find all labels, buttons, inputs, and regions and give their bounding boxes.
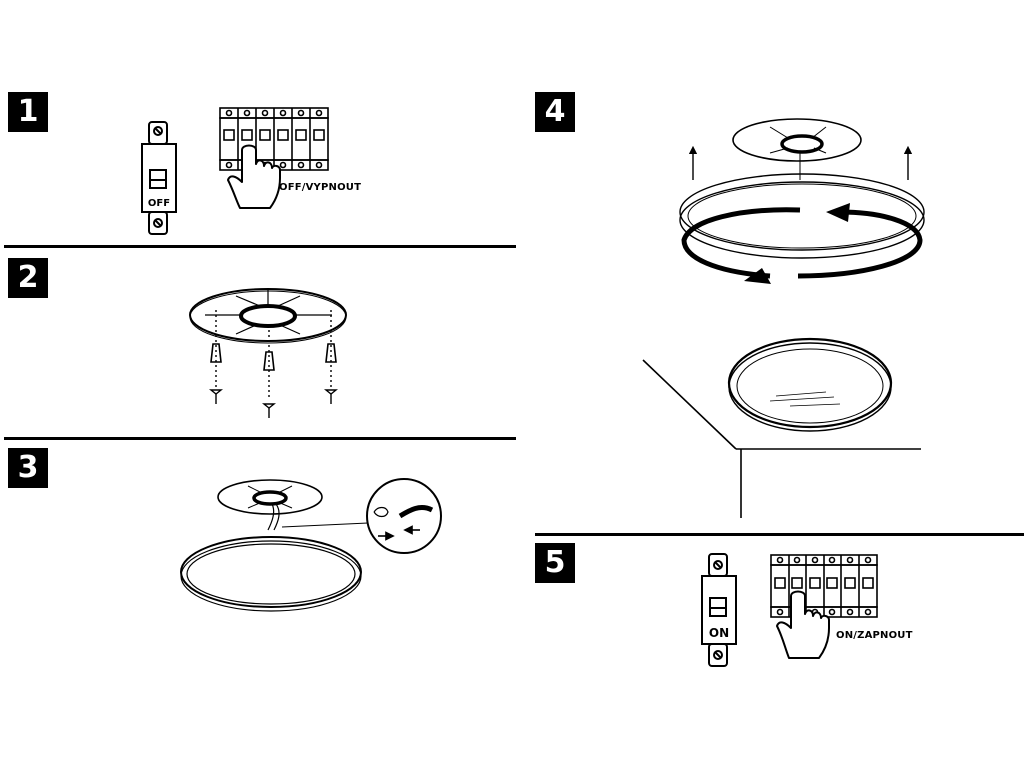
wall-switch-icon [141, 121, 177, 235]
rotation-arrow-icon [681, 207, 923, 279]
step-5-pointing-hand-icon [776, 590, 830, 659]
step-5-wall-switch-icon [701, 553, 737, 667]
ceiling-corner [642, 359, 921, 518]
screw-icon [209, 389, 338, 418]
step-5-badge: 5 [535, 543, 575, 583]
step-4-mounting-plate [732, 118, 862, 180]
step-2-badge: 2 [8, 258, 48, 298]
step-1-caption: OFF/VYPNOUT [279, 182, 362, 193]
installed-ceiling-light [727, 337, 893, 432]
step-4-light-ring [679, 173, 925, 259]
wire-connector-icon [366, 478, 442, 554]
step-1-badge: 1 [8, 92, 48, 132]
step-3-badge: 3 [8, 448, 48, 488]
up-arrow-icon [688, 145, 913, 180]
mounting-plate-icon [189, 288, 347, 344]
step-3-mounting-plate [217, 479, 369, 531]
divider-step-2-3 [4, 437, 516, 440]
ceiling-light-icon [180, 536, 362, 612]
divider-step-4-5 [535, 533, 1024, 536]
rotation-arrowheads [744, 203, 850, 284]
screw-guide-lines [215, 310, 332, 400]
step-4-badge: 4 [535, 92, 575, 132]
step-5-switch-label: ON [709, 626, 729, 640]
step-5-caption: ON/ZAPNOUT [836, 630, 913, 641]
step-1-switch-label: OFF [148, 198, 170, 209]
circuit-breaker-panel-icon [219, 107, 329, 171]
pointing-hand-icon [227, 144, 281, 209]
wall-plug-icon [210, 343, 337, 371]
divider-step-1-2 [4, 245, 516, 248]
step-5-breaker-panel-icon [770, 554, 878, 618]
